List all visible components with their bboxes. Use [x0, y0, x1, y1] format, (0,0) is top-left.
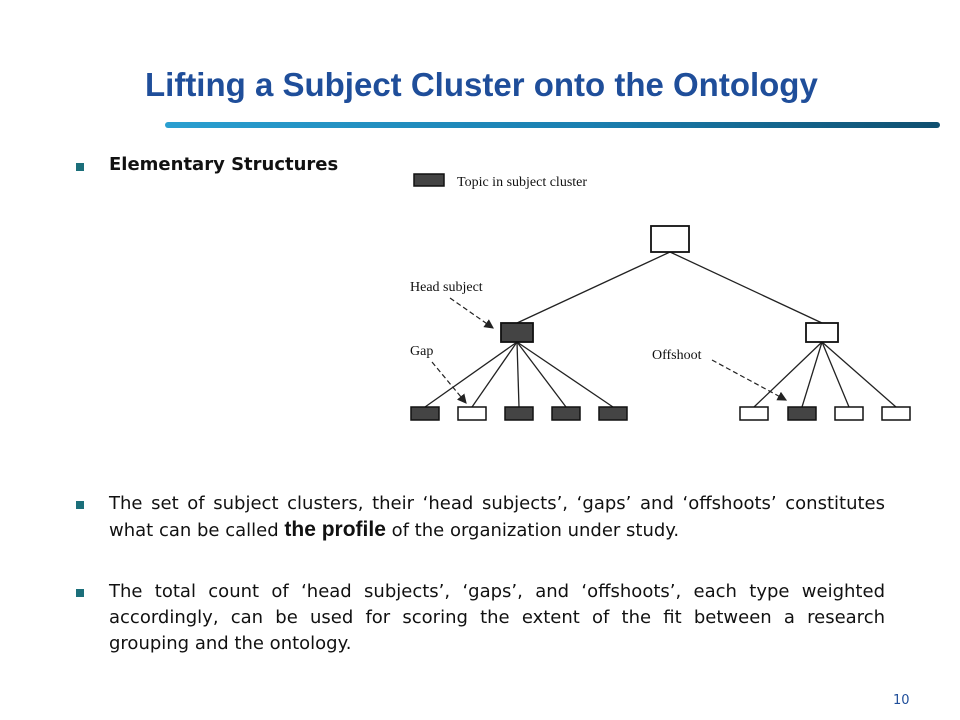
- right-parent-node: [805, 322, 839, 343]
- head-subject-node: [500, 322, 534, 343]
- profile-emphasis: the profile: [284, 518, 386, 541]
- slide-title: Lifting a Subject Cluster onto the Ontol…: [145, 66, 818, 103]
- arrow-head-subject: [449, 297, 494, 329]
- page-number: 10: [893, 693, 910, 708]
- label-offshoot: Offshoot: [652, 348, 702, 363]
- leaf-node: [598, 406, 628, 421]
- leaf-node: [739, 406, 769, 421]
- leaf-node: [410, 406, 440, 421]
- profile-text-part2: of the organization under study.: [385, 520, 680, 541]
- arrow-offshoot: [711, 359, 788, 401]
- arrow-gap: [431, 361, 467, 404]
- profile-text-part1: The set of subject clusters, their ‘head…: [109, 493, 885, 541]
- leaf-node: [551, 406, 581, 421]
- bullet-2: [76, 501, 84, 509]
- legend-swatch: [413, 173, 445, 187]
- root-node: [650, 225, 690, 253]
- leaf-node: [834, 406, 864, 421]
- leaf-node: [881, 406, 911, 421]
- label-head-subject: Head subject: [410, 280, 483, 295]
- bullet-3: [76, 589, 84, 597]
- legend-label: Topic in subject cluster: [457, 175, 587, 190]
- profile-paragraph: The set of subject clusters, their ‘head…: [109, 491, 885, 544]
- offshoot-leaf-node: [787, 406, 817, 421]
- gap-leaf-node: [457, 406, 487, 421]
- bullet-1: [76, 163, 84, 171]
- scoring-paragraph: The total count of ‘head subjects’, ‘gap…: [109, 581, 885, 654]
- heading-elementary-structures: Elementary Structures: [109, 154, 339, 175]
- label-gap: Gap: [410, 344, 433, 359]
- title-underline: [165, 122, 940, 128]
- leaf-node: [504, 406, 534, 421]
